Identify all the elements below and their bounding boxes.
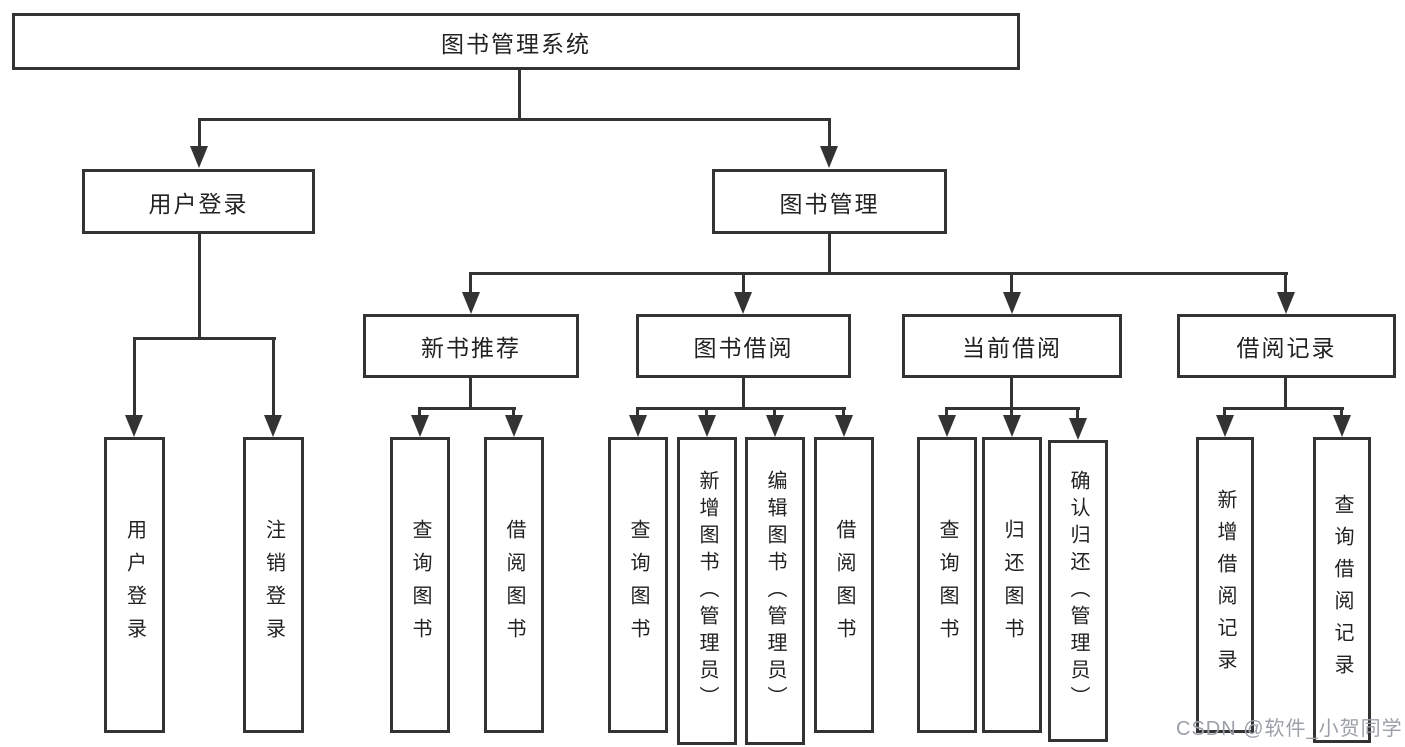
leaf-query-books-2: 查询图书 [608,437,668,733]
connector-arrow-stem [1284,272,1287,296]
leaf-label: 用户登录 [123,519,146,651]
connector-bookborrow-rail [636,407,846,410]
leaf-label: 确认归还（管理员） [1067,469,1089,713]
node-root-label: 图书管理系统 [441,30,591,57]
arrow-down-icon [1333,415,1351,437]
connector-arrow-stem [272,337,275,419]
connector-arrow-stem [1010,407,1013,419]
arrow-down-icon [462,292,480,314]
leaf-label: 查询图书 [936,519,958,651]
connector-arrow-stem [828,118,831,150]
leaf-return-book: 归还图书 [982,437,1042,733]
node-current-borrow: 当前借阅 [902,314,1122,378]
node-borrow-records: 借阅记录 [1177,314,1396,378]
leaf-label: 新增图书（管理员） [696,469,718,713]
connector-arrow-stem [705,407,708,419]
arrow-down-icon [734,292,752,314]
arrow-down-icon [190,146,208,168]
leaf-label: 编辑图书（管理员） [764,469,786,713]
connector-root-stem [518,70,521,118]
leaf-confirm-return-admin: 确认归还（管理员） [1048,440,1108,742]
connector-arrow-stem [742,272,745,296]
connector-arrow-stem [636,407,639,419]
arrow-down-icon [1003,292,1021,314]
leaf-user-login: 用户登录 [104,437,165,733]
node-label: 用户登录 [148,190,249,217]
node-label: 新书推荐 [421,335,521,361]
connector-bookborrow-stem [742,378,745,410]
arrow-down-icon [1069,418,1087,440]
connector-userlogin-rail [133,337,276,340]
connector-userlogin-stem [198,234,201,340]
arrow-down-icon [125,415,143,437]
connector-borrowrecords-rail [1223,407,1344,410]
node-label: 借阅记录 [1236,335,1337,361]
connector-bookmgmt-rail [470,272,1288,275]
node-user-login-branch: 用户登录 [82,169,315,234]
node-root: 图书管理系统 [12,13,1020,70]
leaf-query-books-3: 查询图书 [917,437,977,733]
connector-arrow-stem [842,407,845,419]
arrow-down-icon [411,415,429,437]
leaf-add-book-admin: 新增图书（管理员） [677,437,737,745]
connector-arrow-stem [1076,407,1079,422]
connector-arrow-stem [512,407,515,419]
connector-arrow-stem [773,407,776,419]
leaf-label: 归还图书 [1001,519,1023,651]
node-book-borrow: 图书借阅 [636,314,851,378]
node-label: 图书借阅 [693,335,794,361]
leaf-label: 查询图书 [409,519,431,651]
leaf-borrow-books-2: 借阅图书 [814,437,874,733]
leaf-label: 新增借阅记录 [1214,489,1236,681]
node-book-management-branch: 图书管理 [712,169,947,234]
connector-currentborrow-stem [1010,378,1013,410]
connector-arrow-stem [418,407,421,419]
connector-arrow-stem [198,118,201,150]
connector-root-rail [198,118,831,121]
watermark: CSDN @软件_小贺同学 [1176,718,1403,740]
leaf-label: 查询图书 [627,519,649,651]
arrow-down-icon [629,415,647,437]
arrow-down-icon [835,415,853,437]
arrow-down-icon [938,415,956,437]
leaf-label: 查询借阅记录 [1331,494,1353,686]
leaf-borrow-books-1: 借阅图书 [484,437,544,733]
connector-borrowrecords-stem [1284,378,1287,410]
leaf-label: 注销登录 [262,519,285,651]
connector-newbooks-stem [469,378,472,410]
arrow-down-icon [1003,415,1021,437]
arrow-down-icon [264,415,282,437]
leaf-label: 借阅图书 [833,519,855,651]
arrow-down-icon [698,415,716,437]
node-label: 当前借阅 [962,335,1062,361]
connector-arrow-stem [469,272,472,296]
leaf-logout: 注销登录 [243,437,304,733]
connector-newbooks-rail [418,407,516,410]
arrow-down-icon [820,146,838,168]
connector-arrow-stem [1340,407,1343,419]
arrow-down-icon [1216,415,1234,437]
connector-bookmgmt-stem [828,234,831,275]
arrow-down-icon [505,415,523,437]
leaf-edit-book-admin: 编辑图书（管理员） [745,437,805,745]
arrow-down-icon [766,415,784,437]
connector-arrow-stem [1010,272,1013,296]
node-label: 图书管理 [779,190,880,217]
connector-arrow-stem [133,337,136,419]
connector-arrow-stem [945,407,948,419]
leaf-add-borrow-record: 新增借阅记录 [1196,437,1254,733]
leaf-label: 借阅图书 [503,519,525,651]
leaf-query-books-1: 查询图书 [390,437,450,733]
node-new-book-recommend: 新书推荐 [363,314,579,378]
connector-arrow-stem [1223,407,1226,419]
arrow-down-icon [1277,292,1295,314]
leaf-query-borrow-record: 查询借阅记录 [1313,437,1371,743]
